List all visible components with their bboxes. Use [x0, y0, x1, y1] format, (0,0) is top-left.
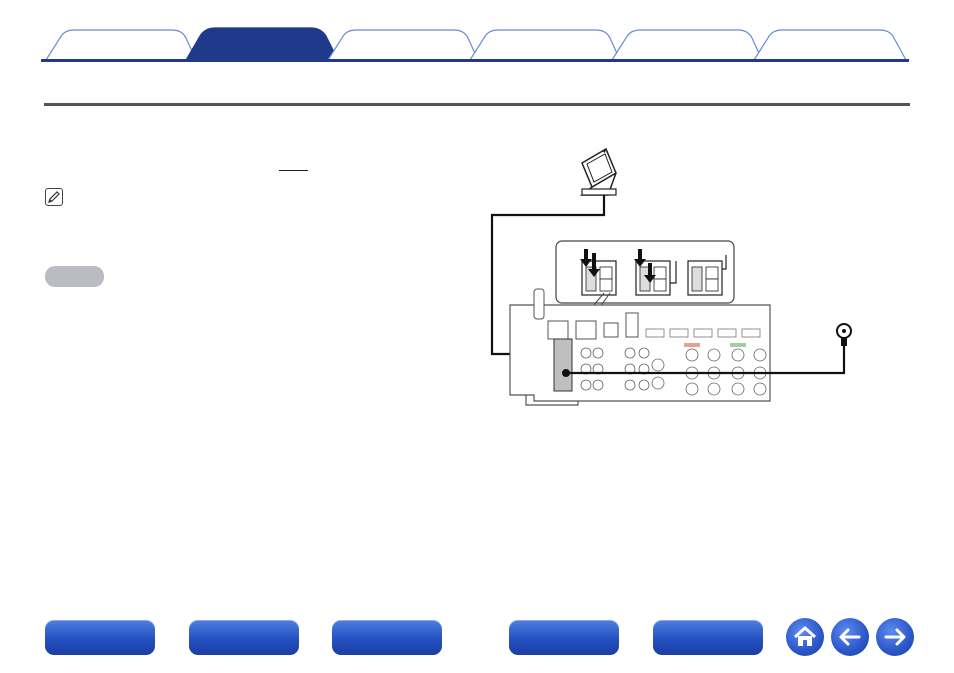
- forward-button[interactable]: [876, 618, 914, 656]
- pencil-note-icon: [45, 188, 63, 206]
- terminal-step-2: [634, 249, 677, 296]
- terminal-step-1: [580, 249, 617, 296]
- tab-2-active[interactable]: [184, 27, 339, 61]
- back-arrow-icon: [839, 628, 861, 646]
- footer-button-1[interactable]: [45, 620, 155, 655]
- tab-1[interactable]: [44, 29, 197, 61]
- section-divider: [44, 103, 910, 106]
- footer-button-4[interactable]: [509, 620, 619, 655]
- top-tab-bar: [44, 27, 908, 61]
- receiver-rear-panel: [509, 288, 771, 406]
- back-button[interactable]: [831, 618, 869, 656]
- home-icon: [793, 626, 817, 646]
- grey-label-pill: [45, 266, 104, 287]
- antenna-connection-diagram: [490, 147, 852, 406]
- footer-button-2[interactable]: [189, 620, 299, 655]
- forward-arrow-icon: [884, 628, 906, 646]
- terminal-step-3: [687, 255, 727, 296]
- tab-3[interactable]: [326, 29, 479, 61]
- home-button[interactable]: [786, 618, 824, 656]
- page-link[interactable]: [279, 170, 308, 171]
- footer-button-5[interactable]: [653, 620, 763, 655]
- footer-button-3[interactable]: [332, 620, 442, 655]
- tab-4[interactable]: [468, 29, 621, 61]
- tab-bar-underline: [41, 59, 909, 62]
- am-loop-antenna-icon: [579, 147, 617, 196]
- tab-6[interactable]: [752, 29, 908, 61]
- tab-5[interactable]: [610, 29, 763, 61]
- fm-antenna-icon: [836, 323, 852, 346]
